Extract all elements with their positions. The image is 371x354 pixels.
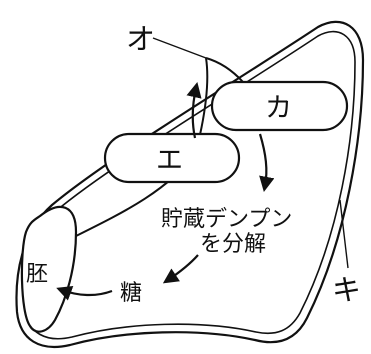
leader-line-o [152, 37, 207, 59]
boundary-tick [205, 57, 244, 83]
label-ki: キ [332, 273, 361, 307]
arrow-up-to-boundary [186, 81, 202, 139]
leader-line-ki [339, 199, 349, 269]
label-o: オ [126, 22, 155, 56]
label-e: エ [156, 145, 183, 176]
label-ka: カ [265, 93, 292, 124]
box-e [103, 132, 241, 184]
label-starch-line1: 貯蔵デンプン [161, 207, 292, 232]
label-tou: 糖 [120, 281, 142, 306]
label-starch-line2: を分解 [200, 232, 266, 257]
seed-coat-outer [15, 20, 365, 349]
arrow-down-from-ka [258, 133, 275, 193]
box-ka [210, 80, 349, 132]
arrow-sugar-to-embryo [56, 286, 113, 301]
embryo-shape [20, 205, 78, 333]
label-hai: 胚 [26, 262, 48, 287]
arrow-to-sugar [162, 254, 199, 284]
